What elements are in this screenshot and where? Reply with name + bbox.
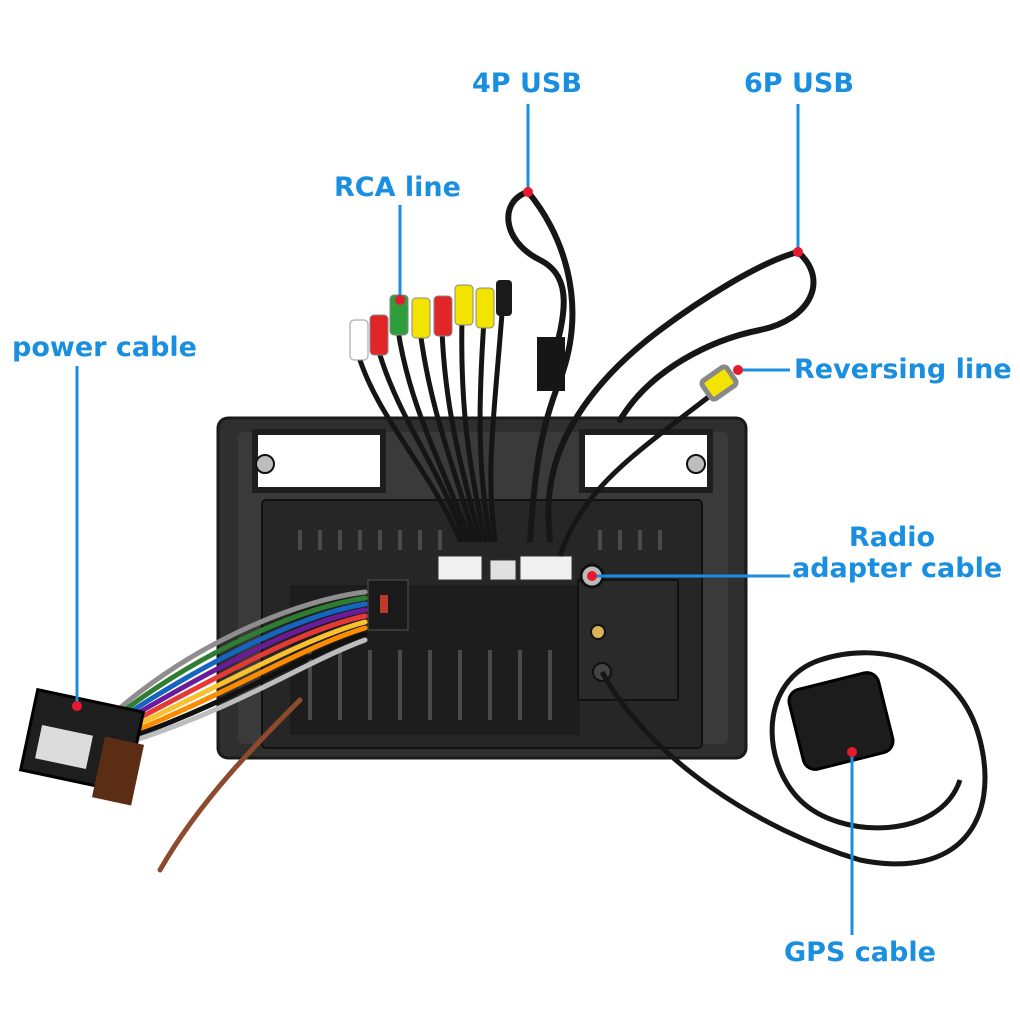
radio-label-line1: Radio — [848, 522, 936, 553]
gps-label: GPS cable — [784, 937, 936, 968]
power-label: power cable — [12, 332, 197, 363]
usb4-label: 4P USB — [472, 68, 582, 99]
usb6-marker-dot — [793, 247, 803, 257]
power-marker-dot — [72, 701, 82, 711]
usb6-label: 6P USB — [744, 68, 854, 99]
radio-label-line2: adapter cable — [792, 553, 1003, 585]
gps-marker-dot — [847, 747, 857, 757]
power-harness — [117, 589, 368, 873]
gps-antenna — [599, 650, 988, 867]
rca-label: RCA line — [334, 172, 461, 203]
reversing-cable — [557, 364, 739, 557]
usb-4p-cable — [505, 189, 576, 543]
callout-lines — [75, 104, 854, 935]
radio-label: Radio adapter cable — [792, 522, 1003, 585]
usb4-marker-dot — [523, 187, 533, 197]
rca-marker-dot — [395, 295, 405, 305]
rca-bundle — [349, 280, 512, 543]
radio-marker-dot — [587, 571, 597, 581]
power-connector — [18, 687, 146, 806]
head-unit — [216, 416, 748, 760]
reversing-label: Reversing line — [794, 354, 1012, 385]
usb-6p-cable — [545, 249, 817, 543]
reversing-marker-dot — [733, 365, 743, 375]
callout-markers — [72, 187, 857, 757]
